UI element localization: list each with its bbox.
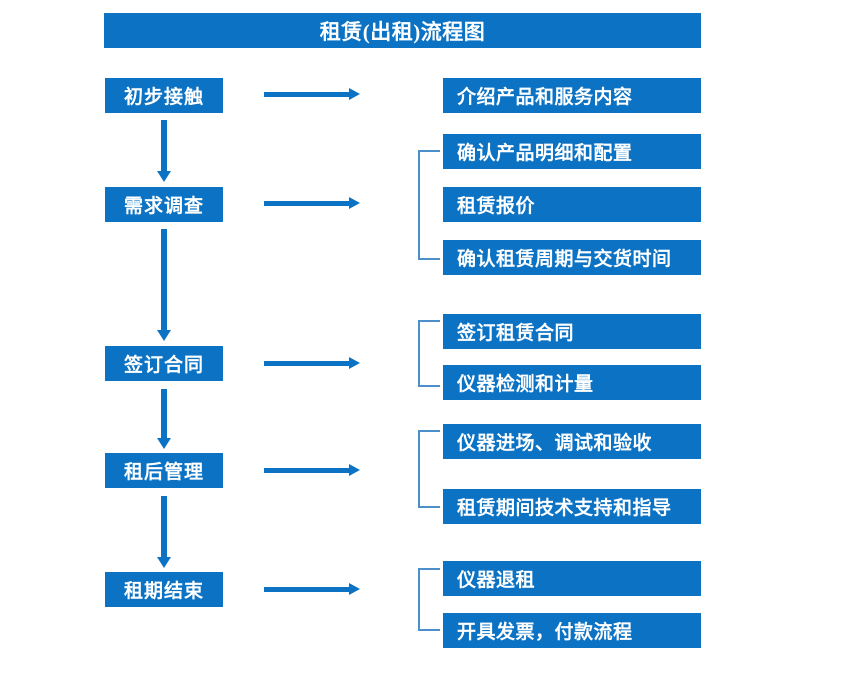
detail-arrow-right-3 [264, 357, 360, 369]
detail-box-1-1[interactable]: 介绍产品和服务内容 [443, 78, 701, 113]
detail-box-5-1[interactable]: 仪器退租 [443, 561, 701, 596]
detail-box-2-1[interactable]: 确认产品明细和配置 [443, 134, 701, 169]
arrow-down-icon [157, 171, 171, 182]
group-bracket-3 [418, 320, 440, 387]
arrow-down-icon [157, 438, 171, 449]
arrow-shaft [161, 120, 167, 171]
arrow-shaft [264, 201, 349, 206]
group-bracket-2 [418, 150, 440, 260]
diagram-title: 租赁(出租)流程图 [104, 13, 701, 48]
stage-node-3[interactable]: 签订合同 [105, 346, 223, 381]
detail-arrow-right-5 [264, 583, 360, 595]
detail-arrow-right-1 [264, 88, 360, 100]
arrow-shaft [264, 361, 349, 366]
detail-box-4-2[interactable]: 租赁期间技术支持和指导 [443, 489, 701, 524]
detail-box-2-3[interactable]: 确认租赁周期与交货时间 [443, 240, 701, 275]
arrow-right-icon [349, 197, 360, 209]
group-bracket-4 [418, 430, 440, 508]
arrow-shaft [161, 389, 167, 438]
group-bracket-5 [418, 568, 440, 631]
detail-box-4-1[interactable]: 仪器进场、调试和验收 [443, 424, 701, 459]
flow-arrow-down-3 [157, 389, 171, 449]
arrow-shaft [264, 92, 349, 97]
flow-arrow-down-4 [157, 496, 171, 568]
arrow-right-icon [349, 583, 360, 595]
stage-node-4[interactable]: 租后管理 [105, 453, 223, 488]
detail-box-5-2[interactable]: 开具发票，付款流程 [443, 613, 701, 648]
detail-arrow-right-4 [264, 464, 360, 476]
arrow-right-icon [349, 464, 360, 476]
flow-arrow-down-1 [157, 120, 171, 182]
arrow-right-icon [349, 88, 360, 100]
arrow-shaft [264, 587, 349, 592]
arrow-shaft [161, 496, 167, 557]
detail-box-3-1[interactable]: 签订租赁合同 [443, 314, 701, 349]
detail-arrow-right-2 [264, 197, 360, 209]
arrow-down-icon [157, 557, 171, 568]
stage-node-5[interactable]: 租期结束 [105, 572, 223, 607]
stage-node-1[interactable]: 初步接触 [105, 78, 223, 113]
arrow-right-icon [349, 357, 360, 369]
arrow-down-icon [157, 330, 171, 341]
detail-box-2-2[interactable]: 租赁报价 [443, 187, 701, 222]
detail-box-3-2[interactable]: 仪器检测和计量 [443, 365, 701, 400]
arrow-shaft [161, 229, 167, 330]
arrow-shaft [264, 468, 349, 473]
flow-arrow-down-2 [157, 229, 171, 341]
stage-node-2[interactable]: 需求调查 [105, 187, 223, 222]
